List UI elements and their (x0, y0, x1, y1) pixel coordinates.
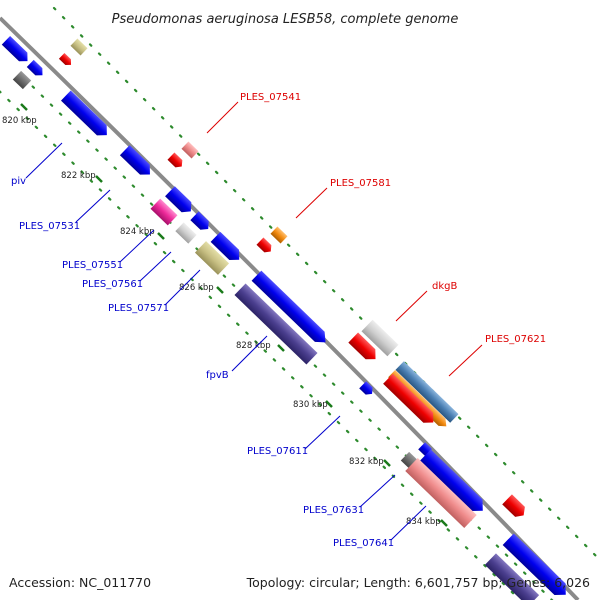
kbp-labels: 820 kbp 822 kbp 824 kbp 826 kbp 828 kbp … (2, 116, 441, 527)
gene-label-dkgb[interactable]: dkgB (432, 281, 457, 292)
gene-gray-light[interactable] (361, 319, 399, 357)
gene-steel[interactable] (395, 361, 459, 423)
gene-red[interactable] (167, 152, 185, 171)
gene-blue[interactable] (210, 231, 244, 265)
gene-red[interactable] (383, 373, 438, 428)
map-title: Pseudomonas aeruginosa LESB58, complete … (112, 12, 459, 27)
label-leaders-lower (25, 142, 427, 541)
gene-blue[interactable] (502, 533, 572, 600)
gene-red[interactable] (58, 52, 74, 68)
kbp-label: 832 kbp (349, 457, 384, 467)
gene-label-piv[interactable]: piv (11, 176, 26, 187)
gene-gray-light[interactable] (175, 222, 197, 244)
gene-labels-lower: piv PLES_07531 PLES_07551 PLES_07561 PLE… (11, 176, 394, 549)
gene-purple[interactable] (484, 553, 540, 600)
gene-label-fpvb[interactable]: fpvB (206, 370, 229, 381)
outer-dotted-track-upper (52, 6, 600, 562)
gene-olive[interactable] (194, 241, 230, 275)
gene-blue[interactable] (251, 270, 331, 348)
gene-label-ples-07581[interactable]: PLES_07581 (330, 178, 391, 189)
topology-text: Topology: circular; Length: 6,601,757 bp… (246, 575, 590, 590)
gene-blue[interactable] (119, 145, 155, 179)
gene-blue[interactable] (60, 90, 112, 141)
gene-pink[interactable] (181, 141, 199, 159)
gene-label-ples-07571[interactable]: PLES_07571 (108, 303, 169, 314)
kbp-label: 828 kbp (236, 341, 271, 351)
gene-label-ples-07621[interactable]: PLES_07621 (485, 334, 546, 345)
gene-blue[interactable] (190, 211, 212, 233)
label-leaders-upper (206, 101, 483, 377)
gene-blue[interactable] (1, 35, 32, 65)
kbp-label: 830 kbp (293, 400, 328, 410)
gene-orange[interactable] (270, 226, 288, 244)
gene-label-ples-07551[interactable]: PLES_07551 (62, 260, 123, 271)
gene-gray-dark[interactable] (12, 70, 32, 90)
kbp-label: 824 kbp (120, 227, 155, 237)
gene-label-ples-07631[interactable]: PLES_07631 (303, 505, 364, 516)
gene-label-ples-07611[interactable]: PLES_07611 (247, 446, 308, 457)
gene-labels-upper: PLES_07541 PLES_07581 dkgB PLES_07621 (240, 92, 546, 345)
genes (1, 35, 572, 600)
gene-label-ples-07541[interactable]: PLES_07541 (240, 92, 301, 103)
kbp-ticks (20, 103, 448, 527)
gene-magenta[interactable] (150, 198, 178, 226)
gene-red[interactable] (348, 332, 380, 365)
kbp-label: 820 kbp (2, 116, 37, 126)
gene-blue[interactable] (359, 381, 375, 397)
gene-purple[interactable] (234, 283, 318, 365)
gene-olive[interactable] (70, 38, 88, 56)
gene-blue[interactable] (26, 59, 46, 79)
kbp-label: 834 kbp (406, 517, 441, 527)
gene-pink[interactable] (405, 458, 477, 528)
kbp-label: 822 kbp (61, 171, 96, 181)
outer-dotted-track-lower (0, 90, 522, 600)
gene-red[interactable] (256, 237, 274, 256)
kbp-label: 826 kbp (179, 283, 214, 293)
accession-text: Accession: NC_011770 (9, 575, 151, 590)
gene-label-ples-07531[interactable]: PLES_07531 (19, 221, 80, 232)
gene-blue[interactable] (419, 449, 489, 516)
gene-label-ples-07561[interactable]: PLES_07561 (82, 279, 143, 290)
gene-red[interactable] (502, 494, 528, 520)
gene-label-ples-07641[interactable]: PLES_07641 (333, 538, 394, 549)
gene-blue[interactable] (165, 186, 196, 216)
